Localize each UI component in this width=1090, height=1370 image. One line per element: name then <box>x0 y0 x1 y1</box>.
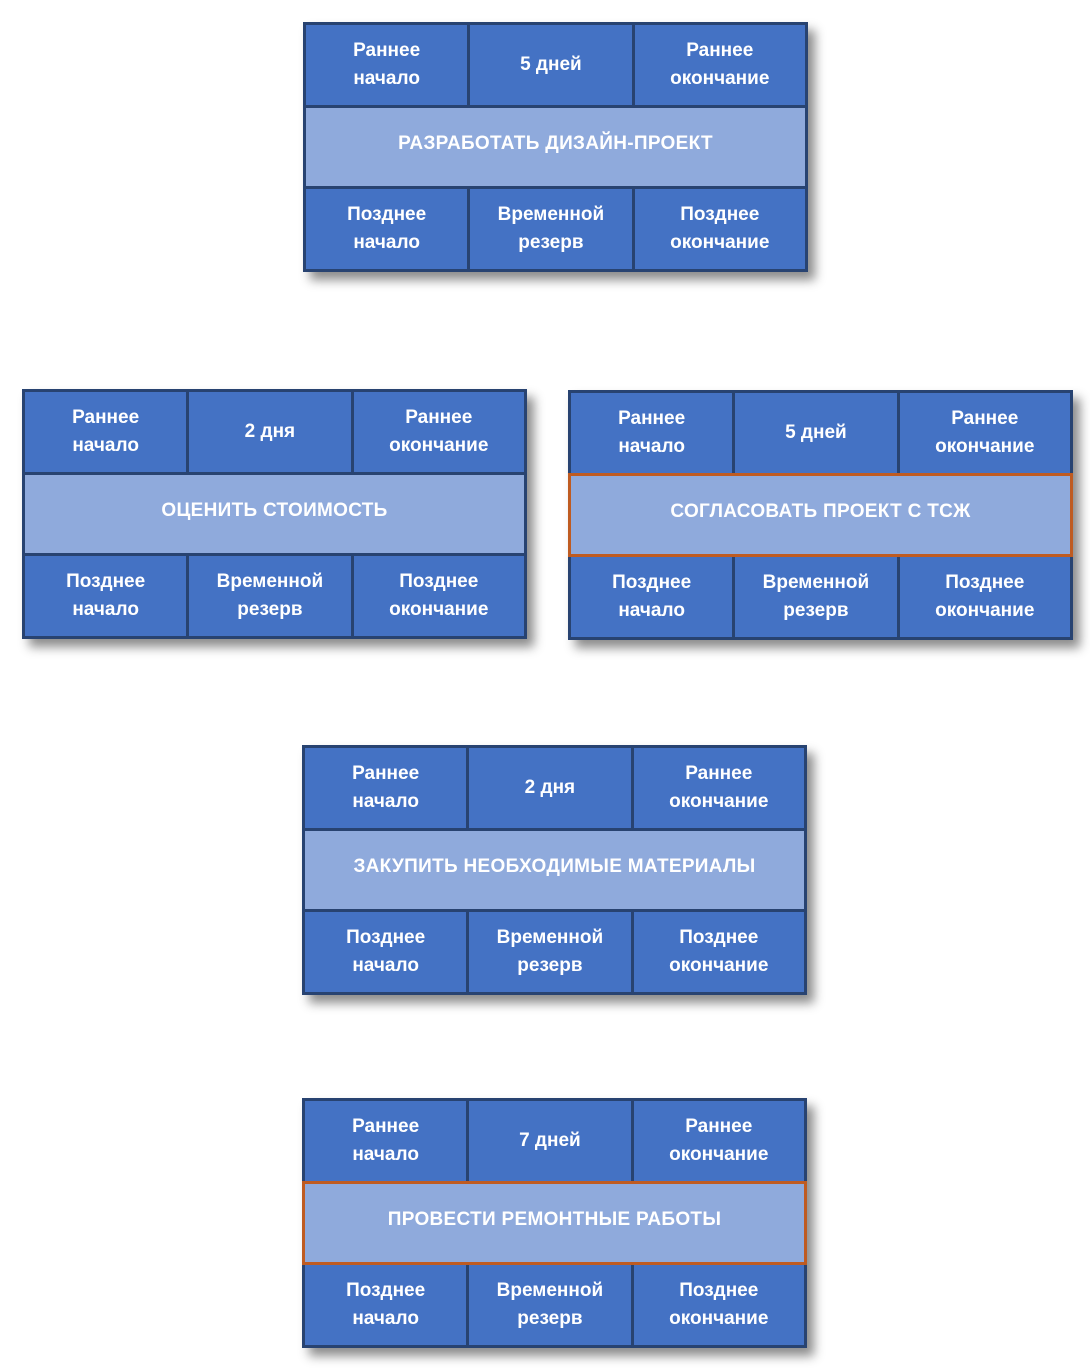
early-finish-cell: Раннее окончание <box>630 1101 804 1181</box>
early-start-cell: Раннее начало <box>618 408 686 457</box>
pert-node-approve-project[interactable]: Раннее начало 5 дней Раннее окончание СО… <box>568 390 1073 640</box>
late-row: Позднее начало Временной резерв Позднее … <box>305 912 804 992</box>
early-finish-cell: Раннее окончание <box>630 748 804 828</box>
pert-node-buy-materials[interactable]: Раннее начало 2 дня Раннее окончание ЗАК… <box>302 745 807 995</box>
early-finish-cell: Раннее окончание <box>350 392 524 472</box>
early-start-cell: Раннее начало <box>72 407 140 456</box>
task-title: ПРОВЕСТИ РЕМОНТНЫЕ РАБОТЫ <box>302 1181 807 1265</box>
slack-cell: Временной резерв <box>467 189 631 269</box>
early-start-cell: Раннее начало <box>353 40 421 89</box>
late-row: Позднее начало Временной резерв Позднее … <box>306 189 805 269</box>
late-start-cell: Позднее начало <box>612 572 692 621</box>
slack-cell: Временной резерв <box>466 912 630 992</box>
late-row: Позднее начало Временной резерв Позднее … <box>305 1265 804 1345</box>
late-finish-cell: Позднее окончание <box>350 556 524 636</box>
slack-cell: Временной резерв <box>466 1265 630 1345</box>
late-start-cell: Позднее начало <box>346 1280 426 1329</box>
early-finish-cell: Раннее окончание <box>631 25 805 105</box>
late-row: Позднее начало Временной резерв Позднее … <box>25 556 524 636</box>
duration-cell: 5 дней <box>732 393 896 473</box>
late-finish-cell: Позднее окончание <box>631 189 805 269</box>
late-finish-cell: Позднее окончание <box>630 912 804 992</box>
late-finish-cell: Позднее окончание <box>896 557 1070 637</box>
task-title: ОЦЕНИТЬ СТОИМОСТЬ <box>25 472 524 556</box>
pert-node-do-repairs[interactable]: Раннее начало 7 дней Раннее окончание ПР… <box>302 1098 807 1348</box>
early-start-cell: Раннее начало <box>352 763 420 812</box>
duration-cell: 7 дней <box>466 1101 630 1181</box>
late-row: Позднее начало Временной резерв Позднее … <box>571 557 1070 637</box>
early-finish-cell: Раннее окончание <box>896 393 1070 473</box>
slack-cell: Временной резерв <box>186 556 350 636</box>
pert-node-estimate-cost[interactable]: Раннее начало 2 дня Раннее окончание ОЦЕ… <box>22 389 527 639</box>
late-finish-cell: Позднее окончание <box>630 1265 804 1345</box>
slack-cell: Временной резерв <box>732 557 896 637</box>
early-row: Раннее начало 2 дня Раннее окончание <box>25 392 524 472</box>
task-title: СОГЛАСОВАТЬ ПРОЕКТ С ТСЖ <box>568 473 1073 557</box>
duration-cell: 2 дня <box>466 748 630 828</box>
early-start-cell: Раннее начало <box>352 1116 420 1165</box>
early-row: Раннее начало 5 дней Раннее окончание <box>306 25 805 105</box>
pert-node-design-project[interactable]: Раннее начало 5 дней Раннее окончание РА… <box>303 22 808 272</box>
duration-cell: 5 дней <box>467 25 631 105</box>
late-start-cell: Позднее начало <box>347 204 427 253</box>
early-row: Раннее начало 2 дня Раннее окончание <box>305 748 804 828</box>
late-start-cell: Позднее начало <box>346 927 426 976</box>
task-title: ЗАКУПИТЬ НЕОБХОДИМЫЕ МАТЕРИАЛЫ <box>305 828 804 912</box>
late-start-cell: Позднее начало <box>66 571 146 620</box>
task-title: РАЗРАБОТАТЬ ДИЗАЙН-ПРОЕКТ <box>306 105 805 189</box>
early-row: Раннее начало 7 дней Раннее окончание <box>305 1101 804 1181</box>
early-row: Раннее начало 5 дней Раннее окончание <box>571 393 1070 473</box>
duration-cell: 2 дня <box>186 392 350 472</box>
